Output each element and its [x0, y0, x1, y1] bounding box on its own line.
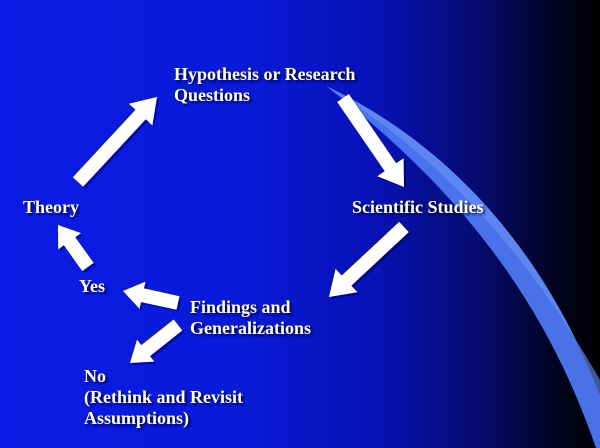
arrow-hypothesis-to-scientific_studies [337, 94, 404, 187]
node-findings-line-2: Generalizations [190, 318, 311, 338]
node-hypothesis-line-2: Questions [174, 85, 251, 105]
node-scientific-studies: Scientific Studies [352, 197, 484, 218]
node-no-line-2: (Rethink and Revisit [84, 387, 244, 407]
node-hypothesis: Hypothesis or Research Questions [174, 64, 355, 106]
arrow-findings-to-no [130, 319, 183, 363]
node-no-line-1: No [84, 366, 106, 386]
node-no-line-3: Assumptions) [84, 408, 190, 428]
arrow-findings-to-yes [123, 281, 180, 310]
node-findings: Findings and Generalizations [190, 297, 311, 339]
node-no: No (Rethink and Revisit Assumptions) [84, 366, 243, 429]
node-hypothesis-line-1: Hypothesis or Research [174, 64, 356, 84]
node-yes-line-1: Yes [79, 276, 105, 296]
node-theory-line-1: Theory [23, 197, 79, 217]
node-yes: Yes [79, 276, 105, 297]
arrow-yes-to-theory [58, 225, 94, 272]
arrow-scientific_studies-to-findings [329, 221, 409, 297]
node-theory: Theory [23, 197, 79, 218]
node-scientific-studies-line-1: Scientific Studies [352, 197, 484, 217]
arrow-theory-to-hypothesis [72, 97, 157, 187]
node-findings-line-1: Findings and [190, 297, 291, 317]
